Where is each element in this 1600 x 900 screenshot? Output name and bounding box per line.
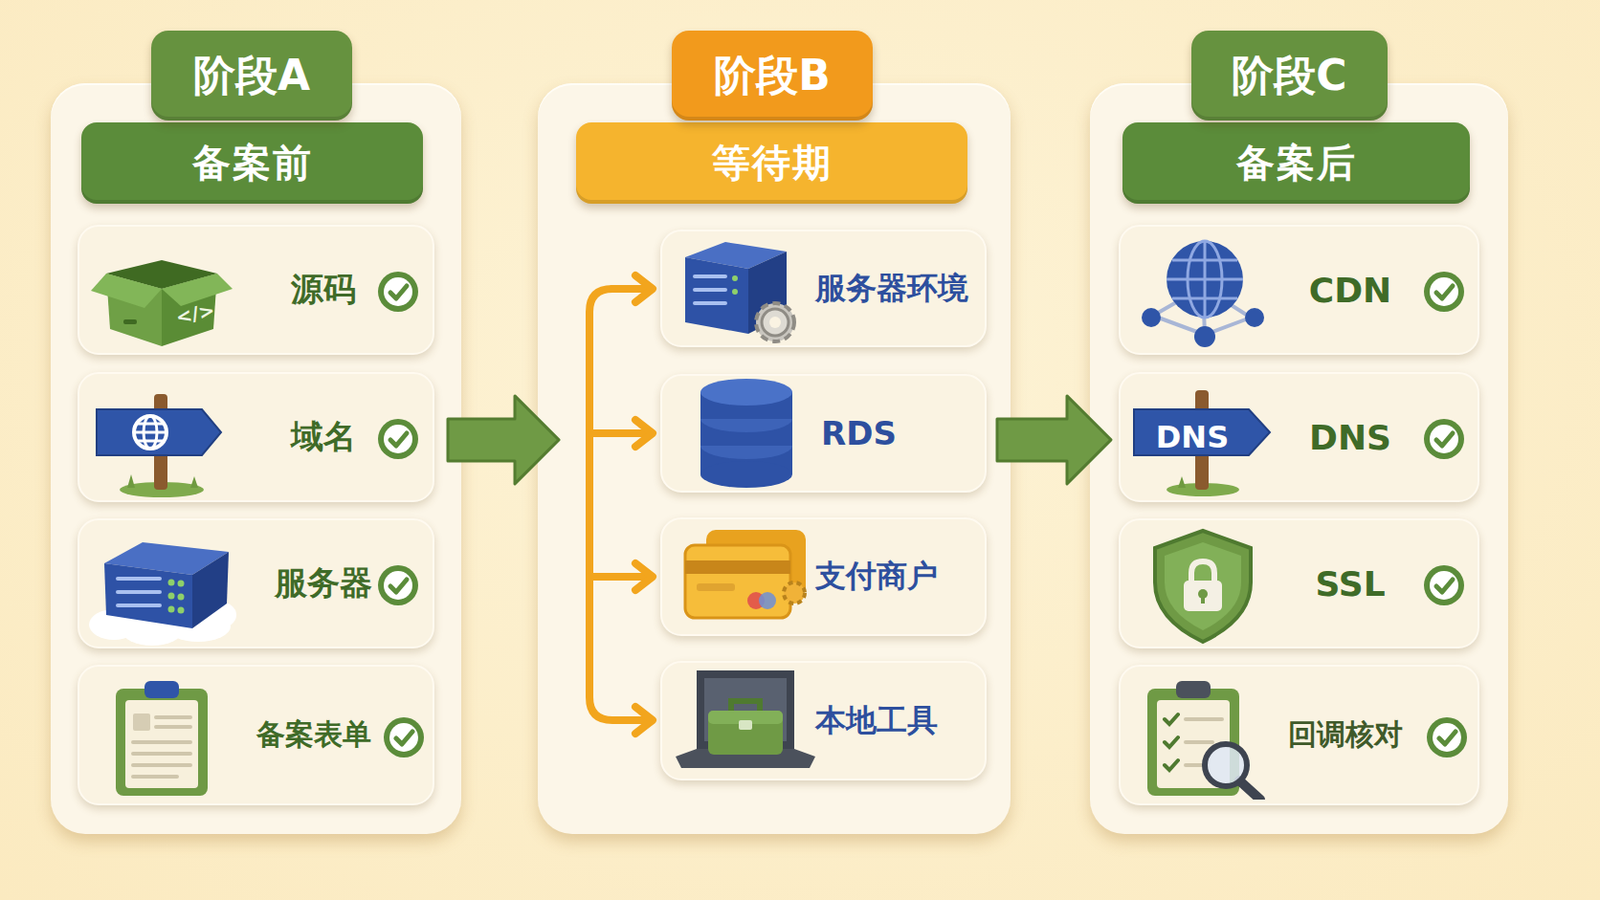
flow-arrow	[997, 396, 1112, 485]
check-icon	[1422, 269, 1467, 314]
item-icon	[85, 523, 239, 648]
item-icon	[85, 377, 239, 502]
stage-subtitle: 备案前	[192, 136, 313, 190]
stage-panel: 阶段A备案前源码</>域名服务器备案表单	[50, 83, 462, 835]
item-label: 服务器	[274, 561, 373, 606]
stage-name: 阶段C	[1231, 47, 1347, 105]
task-item: 源码</>	[77, 224, 435, 356]
item-label: DNS	[1309, 418, 1392, 458]
item-label-box: CDN	[1273, 226, 1427, 354]
item-label-box: RDS	[815, 376, 989, 491]
stage-header: 等待期	[576, 122, 968, 204]
item-icon	[667, 228, 822, 354]
item-label-box: 备案表单	[232, 666, 396, 804]
task-item: RDS	[660, 374, 987, 493]
check-icon	[376, 417, 421, 462]
task-item: 备案表单	[77, 665, 435, 806]
task-item: 服务器	[77, 518, 435, 649]
item-label: 服务器环境	[815, 267, 969, 311]
task-item: 域名	[77, 372, 435, 503]
check-icon	[376, 269, 421, 314]
check-icon	[381, 715, 426, 760]
stage-header: 备案后	[1122, 122, 1470, 204]
item-icon	[1126, 229, 1280, 355]
stage-tab: 阶段C	[1191, 30, 1388, 121]
item-label: 源码	[290, 267, 356, 312]
item-label: 备案表单	[256, 715, 372, 756]
item-icon	[85, 229, 239, 355]
task-item: SSL	[1118, 518, 1480, 649]
item-label-box: DNS	[1273, 374, 1427, 501]
item-label: 域名	[290, 415, 356, 460]
stage-tab: 阶段B	[671, 30, 873, 121]
item-label-box: 服务器环境	[815, 231, 983, 346]
task-item: 支付商户	[660, 517, 987, 637]
task-item: CDN	[1118, 224, 1480, 356]
item-label-box: 本地工具	[815, 663, 983, 779]
check-icon	[376, 563, 421, 608]
item-label-box: SSL	[1273, 520, 1427, 647]
bracket-lines	[589, 275, 653, 734]
stage-subtitle: 备案后	[1236, 136, 1357, 190]
stage-name: 阶段A	[193, 47, 311, 105]
check-icon	[1422, 563, 1467, 608]
item-label: 回调核对	[1288, 715, 1403, 756]
item-icon	[667, 516, 822, 642]
check-icon	[1422, 417, 1467, 462]
stage-panel: 阶段B等待期服务器环境RDS支付商户本地工具	[537, 83, 1011, 835]
item-label: RDS	[821, 414, 897, 453]
icon-text: DNS	[1133, 420, 1252, 455]
stage-name: 阶段B	[713, 47, 831, 105]
item-label: 本地工具	[815, 700, 938, 743]
item-label-box: 支付商户	[815, 519, 983, 635]
item-icon	[667, 373, 822, 498]
item-label: 支付商户	[815, 555, 938, 599]
task-item: 本地工具	[660, 661, 987, 781]
check-icon	[1424, 715, 1469, 760]
stage-header: 备案前	[81, 122, 423, 204]
stage-panel: 阶段C备案后CDNDNSDNSSSL回调核对	[1089, 83, 1509, 835]
stage-subtitle: 等待期	[711, 136, 833, 190]
flow-arrow	[447, 396, 559, 485]
stage-tab: 阶段A	[151, 30, 353, 121]
task-item: 服务器环境	[660, 229, 987, 348]
item-label-box: 回调核对	[1264, 666, 1427, 804]
item-label: SSL	[1314, 564, 1385, 604]
task-item: 回调核对	[1118, 665, 1480, 806]
item-icon	[85, 675, 239, 800]
item-icon	[667, 661, 822, 786]
item-label: CDN	[1309, 270, 1392, 311]
item-icon	[1126, 675, 1280, 800]
item-icon	[1126, 523, 1280, 648]
task-item: DNS DNS	[1118, 372, 1480, 503]
